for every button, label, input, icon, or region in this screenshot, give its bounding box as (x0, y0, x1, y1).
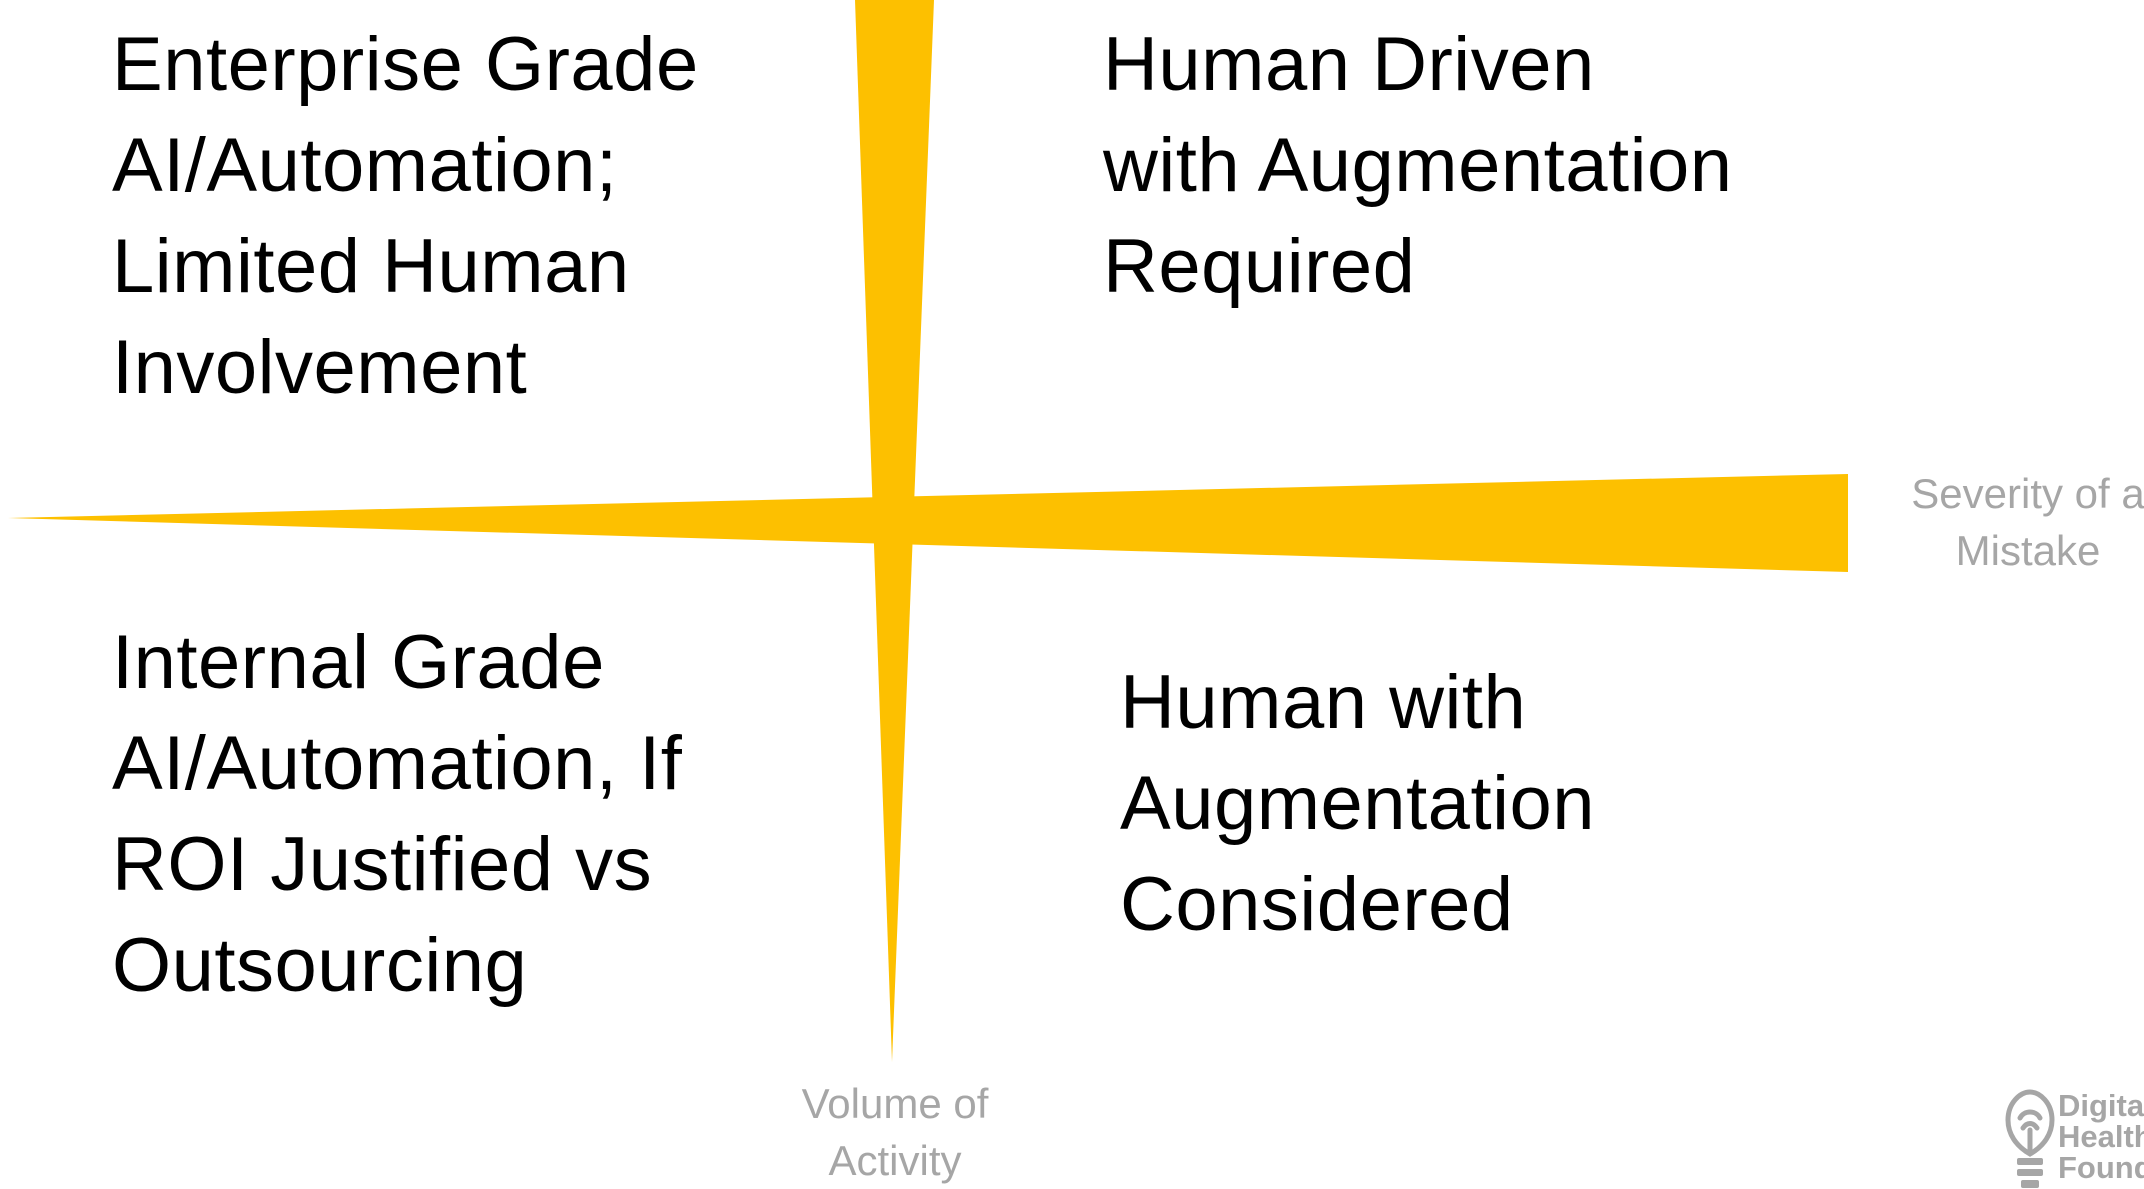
y-axis-label: Volume of Activity (745, 1075, 1045, 1189)
quadrant-line: Internal Grade (112, 620, 605, 705)
bulb-base (2017, 1158, 2043, 1165)
quadrant-line: ROI Justified vs (112, 822, 653, 907)
y-axis-label-line: Activity (828, 1137, 962, 1184)
horizontal-axis-arrow (8, 474, 1848, 572)
logo-text-line: Health (2058, 1119, 2144, 1154)
quadrant-line: Outsourcing (112, 923, 528, 1008)
quadrant-line: Involvement (112, 325, 528, 410)
bulb-outline (2005, 1089, 2055, 1157)
logo-wordmark: Digital Health Found (2058, 1090, 2144, 1183)
quadrant-line: AI/Automation, If (112, 721, 683, 806)
quadrant-line: Considered (1120, 862, 1514, 947)
x-axis-label-line: Mistake (1955, 527, 2101, 574)
quadrant-line: Human with (1120, 660, 1527, 745)
bulb-base (2017, 1169, 2043, 1176)
x-axis-label-line: Severity of a (1911, 470, 2144, 517)
y-axis-label-line: Volume of (801, 1080, 989, 1127)
logo-text-line: Digital (2058, 1088, 2144, 1123)
quadrant-line: Required (1103, 224, 1416, 309)
quadrant-line: Augmentation (1120, 761, 1595, 846)
quadrant-line: Human Driven (1103, 22, 1595, 107)
x-axis-label: Severity of a Mistake (1878, 465, 2144, 579)
quadrant-line: AI/Automation; (112, 123, 618, 208)
quadrant-line: with Augmentation (1103, 123, 1733, 208)
logo-text-line: Found (2058, 1150, 2144, 1185)
quadrant-bottom-right: Human with Augmentation Considered (1120, 652, 1595, 955)
quadrant-bottom-left: Internal Grade AI/Automation, If ROI Jus… (112, 612, 682, 1016)
quadrant-line: Enterprise Grade (112, 22, 699, 107)
quadrant-top-left: Enterprise Grade AI/Automation; Limited … (112, 14, 699, 418)
bulb-filament (2017, 1109, 2043, 1155)
bulb-base (2021, 1180, 2039, 1188)
quadrant-top-right: Human Driven with Augmentation Required (1103, 14, 1733, 317)
quadrant-line: Limited Human (112, 224, 630, 309)
